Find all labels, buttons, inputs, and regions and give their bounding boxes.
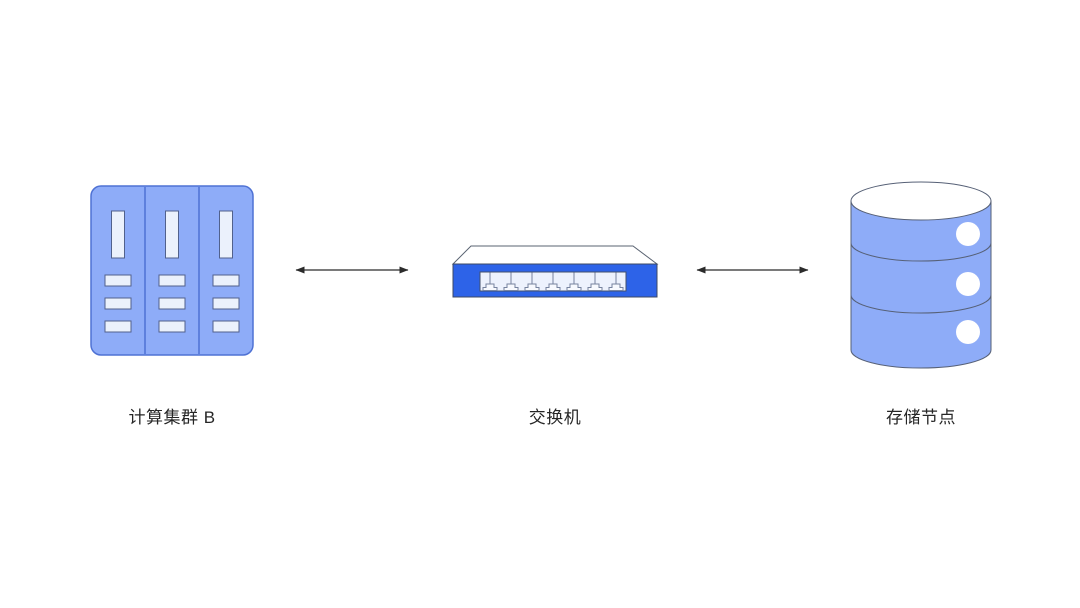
server-drive-slot (212, 297, 240, 310)
switch-port (608, 272, 624, 291)
switch-top-face (451, 245, 659, 265)
server-drive-slot (158, 297, 186, 310)
server-vent-slot (219, 210, 233, 259)
server-vent-slot (165, 210, 179, 259)
database-cylinder-icon (850, 181, 992, 369)
database-body (850, 200, 992, 369)
label-switch: 交换机 (528, 408, 582, 427)
switch-port (587, 272, 603, 291)
database-indicator-dot (956, 272, 980, 296)
label-compute-cluster-b: 计算集群 B (128, 408, 216, 427)
network-switch-icon (451, 245, 659, 298)
database-segment-divider (850, 294, 992, 314)
server-drive-slot (104, 274, 132, 287)
server-cluster-body (90, 185, 254, 356)
database-top (850, 181, 992, 221)
server-drive-slot (158, 274, 186, 287)
label-storage-node: 存储节点 (886, 408, 956, 427)
switch-port-group (482, 272, 624, 291)
database-indicator-dot (956, 222, 980, 246)
switch-port (524, 272, 540, 291)
server-drive-slot (212, 274, 240, 287)
server-vent-slot (111, 210, 125, 259)
switch-port (566, 272, 582, 291)
server-cluster-icon (90, 185, 254, 356)
server-drive-slot (104, 297, 132, 310)
database-indicator-dot (956, 320, 980, 344)
switch-port (482, 272, 498, 291)
switch-port (545, 272, 561, 291)
server-drive-slot (104, 320, 132, 333)
switch-port (503, 272, 519, 291)
database-segment-divider (850, 242, 992, 262)
server-drive-slot (212, 320, 240, 333)
server-drive-slot (158, 320, 186, 333)
